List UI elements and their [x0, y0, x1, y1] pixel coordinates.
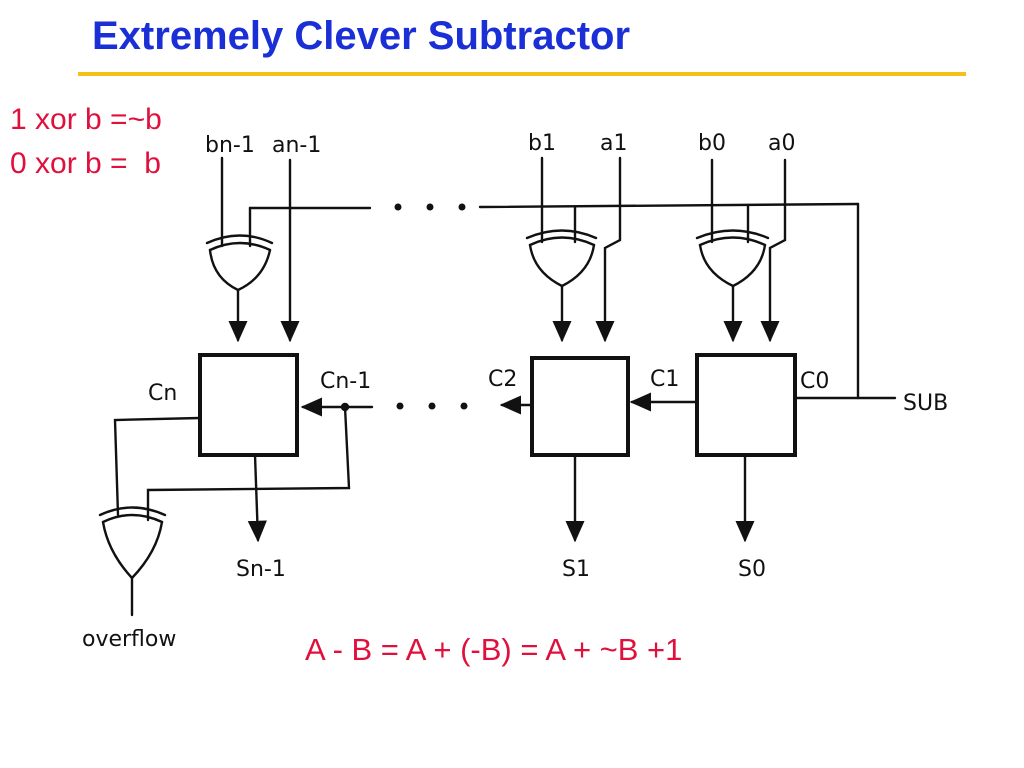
xor-gate-bit1 [525, 229, 598, 288]
subtraction-equation: A - B = A + (-B) = A + ~B +1 [305, 632, 683, 667]
label-s0: S0 [738, 557, 766, 582]
label-b0: b0 [698, 131, 726, 156]
label-a0: a0 [768, 131, 795, 156]
label-c0: C0 [800, 369, 829, 394]
xor-gate-msb [205, 234, 274, 292]
label-an1: an-1 [272, 133, 321, 158]
label-cn: Cn [148, 381, 177, 406]
adder-msb [198, 353, 299, 457]
carry-ellipsis [396, 402, 468, 410]
label-c2: C2 [488, 367, 517, 392]
xor-gate-bit0 [695, 229, 770, 288]
slide-title: Extremely Clever Subtractor [92, 14, 631, 58]
wire-a1 [595, 156, 622, 343]
xor-note: 1 xor b =~b 0 xor b = b [10, 98, 162, 186]
label-a1: a1 [600, 131, 627, 156]
sub-line-top-right [478, 202, 860, 209]
adder-bit0 [695, 353, 797, 457]
xor-note-one: 1 xor b =~b [10, 103, 162, 136]
xor-note-zero: 0 xor b = b [10, 147, 161, 180]
label-cn1: Cn-1 [320, 369, 371, 394]
title-underline [78, 72, 966, 76]
wire-sn1 [247, 453, 267, 543]
label-sub: SUB [903, 391, 948, 416]
label-s1: S1 [562, 557, 590, 582]
wire-cn1-to-overflow [146, 405, 351, 522]
label-c1: C1 [650, 367, 679, 392]
label-overflow: overflow [82, 627, 176, 652]
label-b1: b1 [528, 131, 556, 156]
wire-cn [113, 416, 202, 517]
label-bn1: bn-1 [205, 133, 255, 158]
label-sn1: Sn-1 [236, 557, 286, 582]
wire-a0 [760, 158, 787, 343]
sub-line-ellipsis [394, 203, 466, 211]
xor-gate-overflow [98, 506, 167, 580]
adder-bit1 [530, 356, 630, 457]
